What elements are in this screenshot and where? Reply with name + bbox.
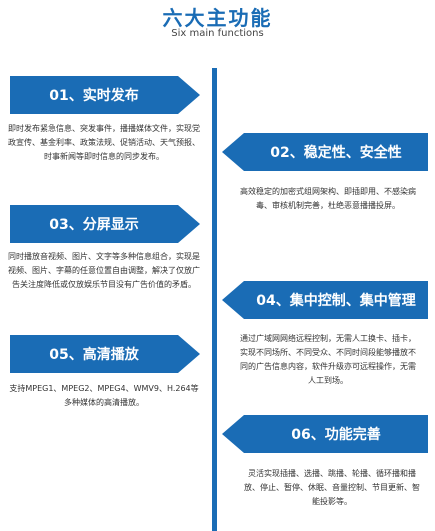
feature-tag-hd-playback: 05、高清播放 bbox=[10, 335, 200, 373]
feature-tag-realtime-publish: 01、实时发布 bbox=[10, 76, 200, 114]
feature-desc-stability-security: 高效稳定的加密式组网架构、即插即用、不感染病毒、审核机制完善，杜绝恶意播播投屏。 bbox=[240, 187, 416, 210]
feature-label: 06、功能完善 bbox=[291, 427, 381, 443]
feature-label: 01、实时发布 bbox=[49, 88, 139, 104]
feature-label: 03、分屏显示 bbox=[49, 217, 139, 233]
feature-label: 02、稳定性、安全性 bbox=[270, 145, 402, 161]
feature-desc-hd-playback: 支持MPEG1、MPEG2、MPEG4、WMV9、H.264等多种媒体的高清播放… bbox=[9, 384, 199, 407]
feature-desc-full-features: 灵活实现插播、选播、跳播、轮播、循环播和播放、停止、暂停、休眠、音量控制、节目更… bbox=[244, 469, 420, 506]
feature-tag-stability-security: 02、稳定性、安全性 bbox=[222, 133, 428, 171]
feature-desc-realtime-publish: 即时发布紧急信息、突发事件，播播媒体文件，实现党政宣传、基金利率、政策法规、促销… bbox=[8, 124, 200, 161]
page-subtitle: Six main functions bbox=[171, 28, 264, 39]
feature-label: 05、高清播放 bbox=[49, 347, 139, 363]
feature-desc-split-screen: 同时播放音视频、图片、文字等多种信息组合，实现是视频、图片、字幕的任意位置自由调… bbox=[8, 252, 200, 289]
feature-desc-central-control: 通过广域网网络远程控制，无需人工换卡、插卡，实现不同场所、不同受众、不同时间段能… bbox=[240, 334, 416, 385]
feature-tag-central-control: 04、集中控制、集中管理 bbox=[222, 281, 428, 319]
feature-tag-full-features: 06、功能完善 bbox=[222, 415, 428, 453]
feature-label: 04、集中控制、集中管理 bbox=[256, 293, 416, 309]
timeline-divider bbox=[212, 68, 217, 531]
page-title: 六大主功能 bbox=[162, 6, 273, 30]
feature-tag-split-screen: 03、分屏显示 bbox=[10, 205, 200, 243]
